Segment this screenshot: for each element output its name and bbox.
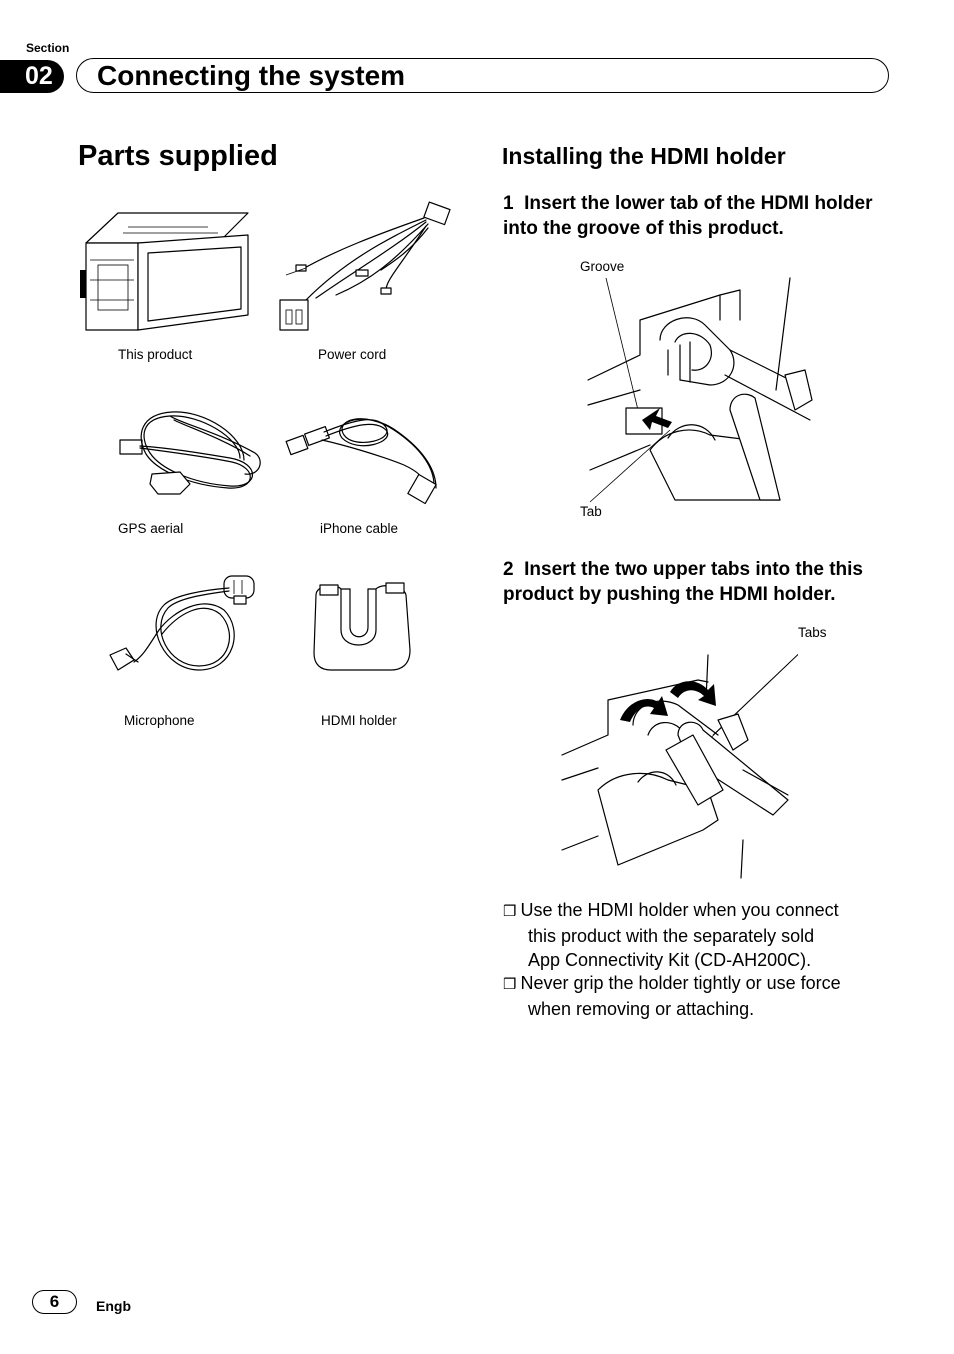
section-label: Section	[26, 41, 70, 55]
microphone-icon	[109, 575, 255, 671]
figure-insert-lower-tab	[587, 277, 813, 503]
part-label-microphone: Microphone	[124, 713, 195, 728]
tab-label: Tab	[580, 504, 602, 519]
note-1-marker: ❒	[503, 902, 517, 920]
note-2: ❒Never grip the holder tightly or use fo…	[503, 971, 923, 1021]
note-1: ❒Use the HDMI holder when you connect th…	[503, 898, 903, 973]
step-1-number: 1	[503, 193, 514, 214]
hdmi-holder-icon	[313, 582, 411, 671]
power-cord-icon	[279, 201, 451, 331]
note-2-line-1: Never grip the holder tightly or use for…	[520, 973, 841, 993]
step-2-text: Insert the two upper tabs into the this …	[503, 559, 863, 605]
part-label-hdmi-holder: HDMI holder	[321, 713, 397, 728]
note-1-line-1: Use the HDMI holder when you connect	[520, 900, 839, 920]
note-2-line-2: when removing or attaching.	[528, 998, 755, 1019]
step-1: 1 Insert the lower tab of the HDMI holde…	[503, 191, 893, 241]
part-label-this-product: This product	[118, 347, 193, 362]
note-1-line-3: App Connectivity Kit (CD-AH200C).	[528, 950, 812, 970]
installing-hdmi-holder-heading: Installing the HDMI holder	[502, 143, 786, 169]
figure-insert-upper-tabs	[561, 653, 798, 879]
note-2-marker: ❒	[503, 975, 517, 993]
iphone-cable-icon	[285, 418, 437, 505]
head-unit-icon	[80, 212, 249, 331]
groove-label: Groove	[580, 259, 625, 274]
part-label-power-cord: Power cord	[318, 347, 387, 362]
header-bar	[76, 58, 889, 93]
note-1-line-2: this product with the separately sold	[528, 925, 815, 946]
step-2: 2 Insert the two upper tabs into the thi…	[503, 557, 893, 607]
step-2-number: 2	[503, 559, 514, 580]
parts-supplied-heading: Parts supplied	[78, 140, 278, 172]
part-label-iphone-cable: iPhone cable	[320, 521, 399, 536]
section-number-badge: 02	[0, 60, 64, 93]
page-number: 6	[32, 1290, 77, 1314]
step-1-text: Insert the lower tab of the HDMI holder …	[503, 193, 873, 239]
page-title: Connecting the system	[97, 60, 406, 91]
part-label-gps-aerial: GPS aerial	[118, 521, 184, 536]
language-code: Engb	[96, 1298, 131, 1314]
tabs-label: Tabs	[798, 625, 827, 640]
gps-aerial-icon	[119, 411, 261, 495]
